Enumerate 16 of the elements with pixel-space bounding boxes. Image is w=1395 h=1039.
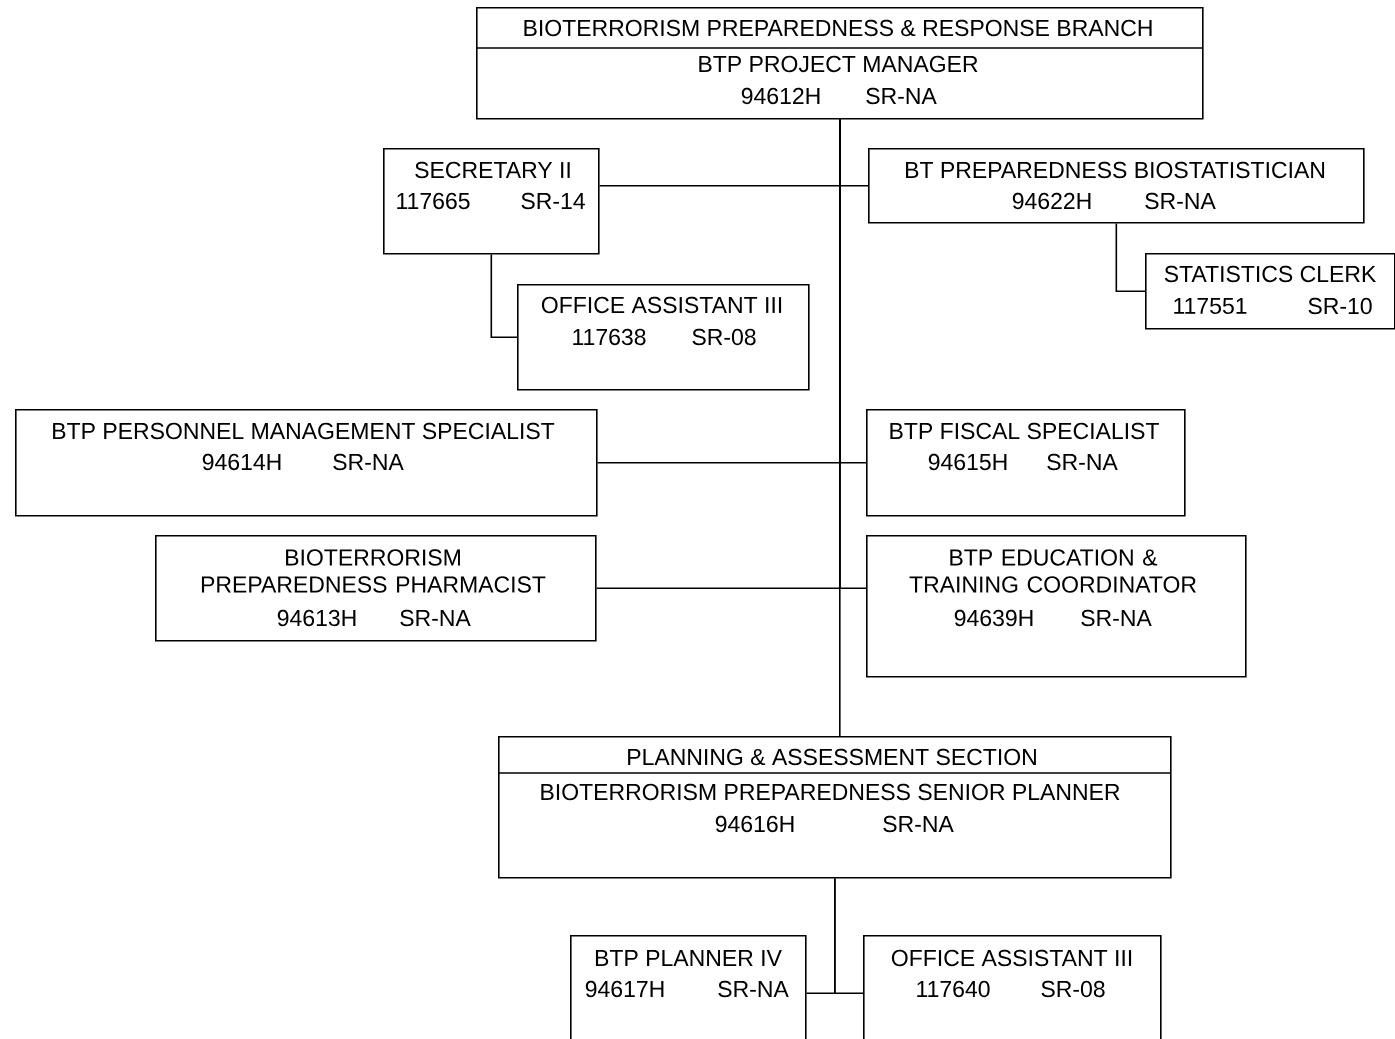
connector-line — [834, 877, 864, 995]
position-box: STATISTICS CLERK 117551 SR-10 — [1145, 253, 1395, 330]
position-box: OFFICE ASSISTANT III 117640 SR-08 — [863, 935, 1162, 1039]
position-box: BTP FISCAL SPECIALIST 94615H SR-NA — [866, 409, 1186, 517]
position-box: OFFICE ASSISTANT III 117638 SR-08 — [517, 284, 810, 391]
position-box: PLANNING & ASSESSMENT SECTION BIOTERRORISM PREPAREDNESS SENIOR PLANNER 94616H SR-NA — [497, 736, 1172, 879]
connector-line — [1115, 222, 1146, 293]
position-box: BIOTERRORISM PREPAREDNESS & RESPONSE BRANCH BTP PROJECT MANAGER 94612H SR-NA — [475, 7, 1204, 120]
connector-line — [839, 118, 841, 737]
position-box: BTP PERSONNEL MANAGEMENT SPECIALIST 94614H SR-NA — [15, 409, 598, 517]
position-box: BT PREPAREDNESS BIOSTATISTICIAN 94622H SR-NA — [868, 148, 1365, 224]
position-box: BTP PLANNER IV 94617H SR-NA — [570, 935, 807, 1039]
connector-line — [490, 253, 518, 339]
position-box: BIOTERRORISM PREPAREDNESS PHARMACIST 94613H SR-NA — [155, 535, 597, 642]
position-box: BTP EDUCATION & TRAINING COORDINATOR 94639H SR-NA — [866, 535, 1247, 678]
position-box: SECRETARY II 117665 SR-14 — [383, 148, 600, 255]
